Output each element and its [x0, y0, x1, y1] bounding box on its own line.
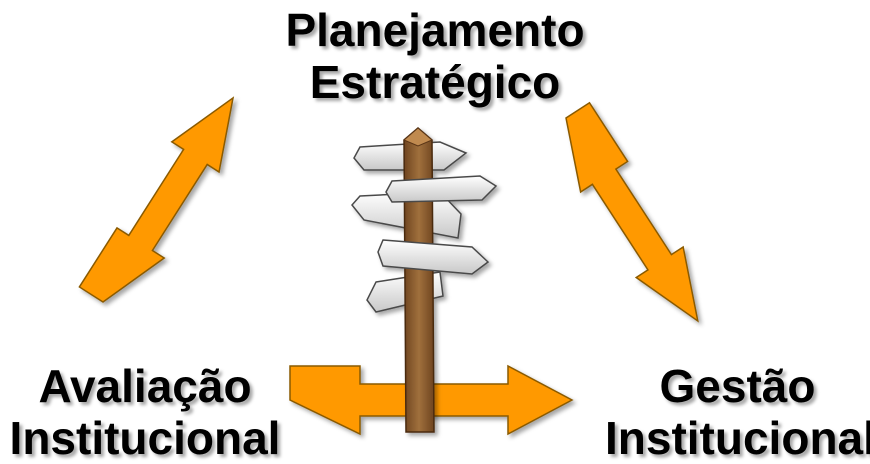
node-label-line: Institucional [605, 412, 870, 464]
diagram-canvas: Planejamento Estratégico Avaliação Insti… [10, 4, 870, 464]
double-arrow-icon [78, 96, 235, 303]
node-label-line: Institucional [9, 412, 281, 464]
node-label-line: Avaliação [38, 360, 252, 412]
arrow-top-right [565, 101, 699, 323]
arrow-left-top [78, 96, 235, 303]
signpost-icon [351, 127, 498, 433]
node-gestao-institucional: Gestão Institucional [605, 360, 870, 464]
node-label-line: Gestão [659, 360, 816, 412]
node-label-line: Estratégico [309, 56, 561, 108]
diagram-graphics [78, 96, 699, 436]
node-label-line: Planejamento [285, 4, 585, 56]
node-planejamento-estrategico: Planejamento Estratégico [275, 4, 595, 108]
double-arrow-icon [565, 101, 699, 323]
node-avaliacao-institucional: Avaliação Institucional [0, 360, 290, 464]
